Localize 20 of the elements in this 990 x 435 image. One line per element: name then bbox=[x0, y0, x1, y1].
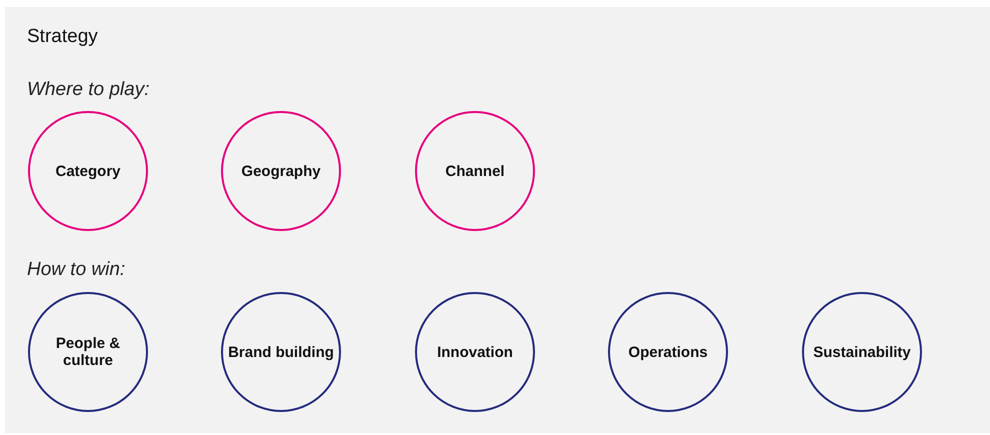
node-label: Category bbox=[55, 162, 121, 180]
circle-node bbox=[28, 292, 148, 412]
node-label: Channel bbox=[445, 162, 505, 180]
panel-title: Strategy bbox=[27, 26, 98, 48]
circle-node bbox=[415, 111, 535, 231]
section-heading: How to win: bbox=[27, 259, 126, 281]
circle-node bbox=[802, 292, 922, 412]
circle-node bbox=[28, 111, 148, 231]
node-label: Geography bbox=[241, 162, 321, 180]
node-label: Sustainability bbox=[813, 344, 911, 360]
circle-node bbox=[221, 292, 341, 412]
section-heading: Where to play: bbox=[27, 79, 150, 101]
circle-node bbox=[221, 111, 341, 231]
node-label: Brand building bbox=[228, 344, 334, 360]
circle-node bbox=[608, 292, 728, 412]
node-label: Operations bbox=[628, 344, 708, 360]
node-label: Innovation bbox=[437, 344, 513, 360]
circle-node bbox=[415, 292, 535, 412]
panel-background bbox=[5, 7, 990, 433]
node-label: People & culture bbox=[54, 335, 122, 369]
